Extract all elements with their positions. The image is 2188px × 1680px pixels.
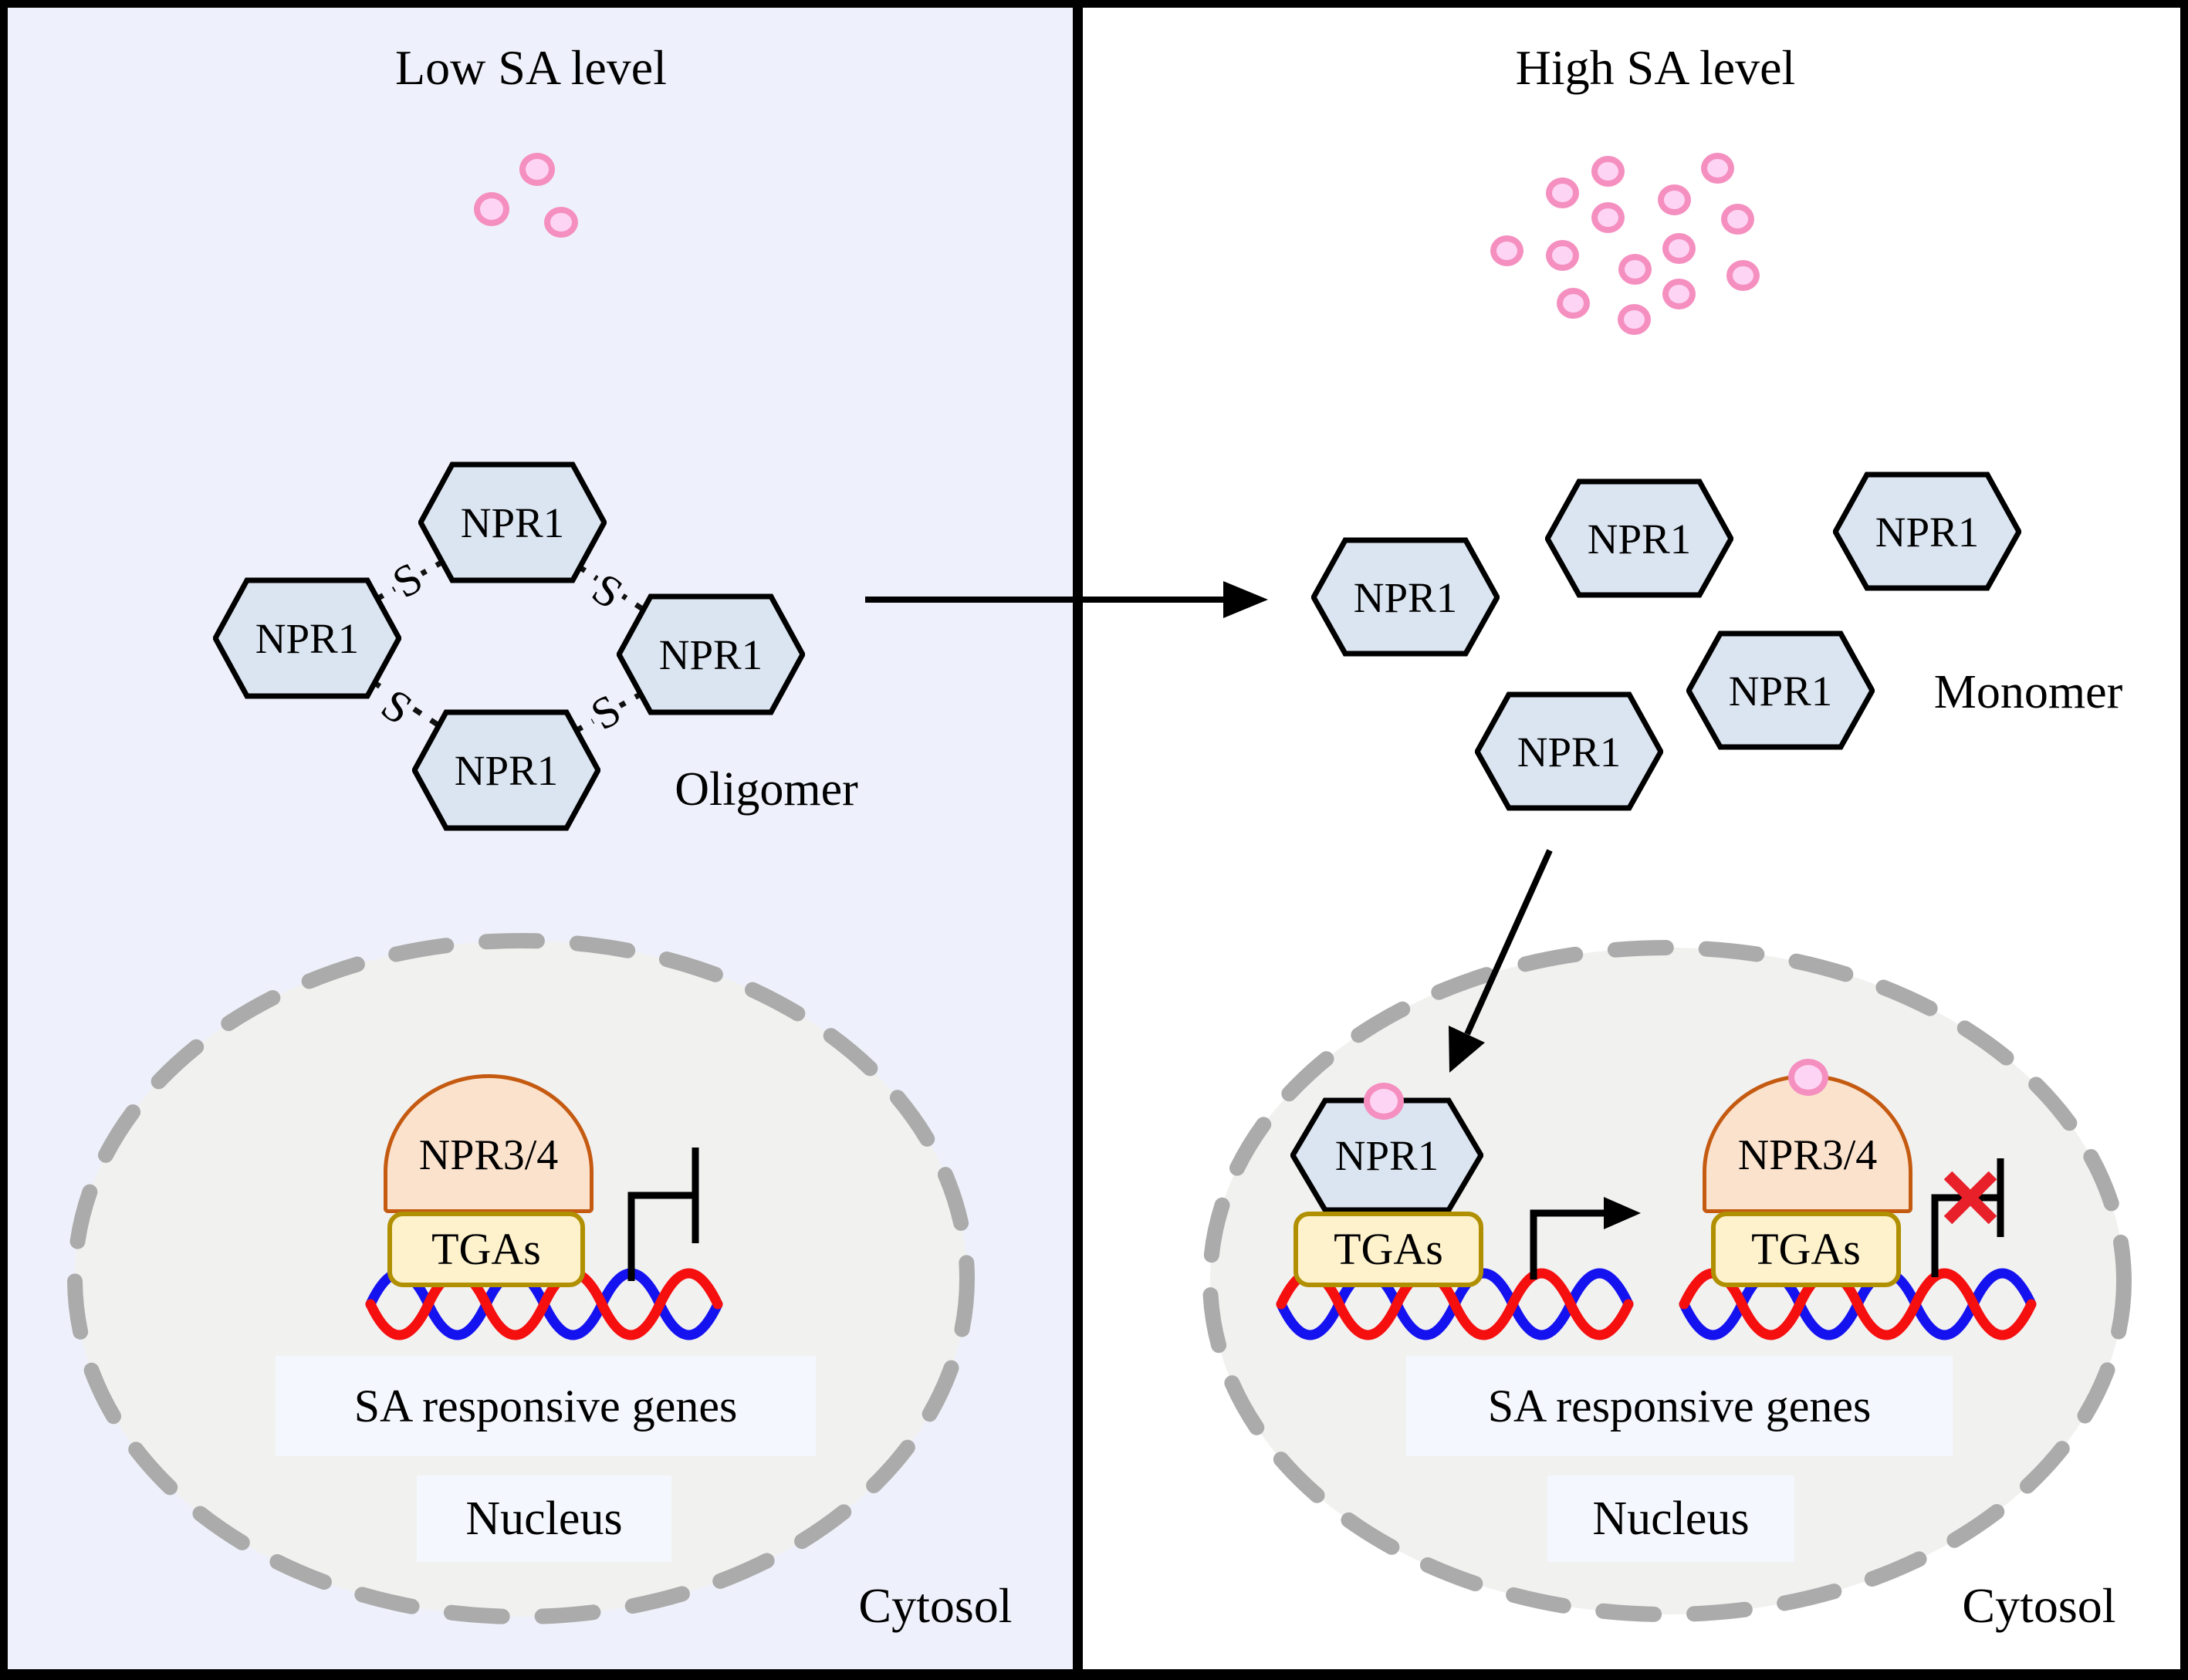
npr1-label: NPR1 — [455, 747, 559, 794]
npr1-oligomer-hexagon: NPR1 — [617, 593, 805, 715]
hexagon-shape — [1686, 630, 1875, 750]
sa-molecule-dot — [544, 207, 578, 238]
npr1-monomer-hexagon: NPR1 — [1475, 691, 1663, 811]
hexagon-shape — [1475, 691, 1663, 811]
sa-molecule-dot — [1591, 156, 1625, 187]
nucleus-label-box: Nucleus — [417, 1475, 671, 1562]
nucleus-label: Nucleus — [1592, 1492, 1750, 1545]
transcription-active-arrowhead — [1604, 1197, 1641, 1229]
sa-molecule-dot — [1662, 279, 1696, 309]
sa-molecule-dot — [1658, 184, 1691, 215]
dna-strand-red — [1679, 1268, 2037, 1340]
npr1-label: NPR1 — [1588, 515, 1692, 563]
npr1-oligomer-hexagon: NPR1 — [213, 577, 401, 699]
npr34-label: NPR3/4 — [418, 1131, 559, 1179]
hexagon-shape — [418, 461, 607, 583]
hexagon-shape — [1545, 478, 1733, 598]
tgas-box: TGAs — [387, 1212, 585, 1287]
npr1-label: NPR1 — [1875, 509, 1980, 556]
cytosol-label: Cytosol — [1962, 1578, 2116, 1633]
npr1-monomer-hexagon: NPR1 — [1311, 537, 1500, 657]
tgas-box: TGAs — [1711, 1212, 1901, 1287]
right-panel-title: High SA level — [1515, 40, 1796, 95]
nucleus-label-box: Nucleus — [1547, 1475, 1794, 1562]
npr1-label: NPR1 — [461, 499, 565, 546]
panel-divider — [1073, 0, 1083, 1680]
sa-molecule-dot — [1618, 304, 1651, 335]
sa-molecule-dot — [1662, 233, 1696, 264]
sa-molecule-dot — [1726, 260, 1760, 291]
npr1-monomer-hexagon: NPR1 — [1545, 478, 1733, 598]
sa-molecule-dot — [474, 192, 509, 226]
hexagon-shape — [617, 593, 805, 715]
hexagon-shape — [412, 709, 600, 831]
monomer-state-label: Monomer — [1933, 666, 2123, 718]
npr1-label: NPR1 — [1517, 728, 1622, 776]
sa-dot-on-npr34 — [1788, 1059, 1828, 1096]
npr1-nuclear-hexagon: NPR1 — [1290, 1097, 1483, 1213]
transcription-active-arrow — [1530, 1209, 1604, 1279]
oligomer-to-monomer-arrowhead — [1223, 581, 1268, 618]
sa-molecule-dot — [1557, 288, 1590, 319]
hexagon-shape — [1833, 472, 2021, 591]
sa-dot-on-npr1 — [1364, 1083, 1404, 1120]
npr1-monomer-hexagon: NPR1 — [1686, 630, 1875, 750]
npr1-label: NPR1 — [255, 615, 360, 662]
hexagon-shape — [1290, 1097, 1483, 1213]
npr1-label: NPR1 — [1335, 1132, 1439, 1179]
npr1-oligomer-hexagon: NPR1 — [418, 461, 607, 583]
sa-molecule-dot — [1546, 240, 1579, 271]
npr1-label: NPR1 — [1729, 668, 1833, 715]
sa-molecule-dot — [1546, 177, 1579, 208]
hexagon-shape — [1311, 537, 1500, 657]
hexagon-shape — [213, 577, 401, 699]
sa-molecule-dot — [519, 153, 555, 186]
sa-molecule-dot — [1591, 202, 1625, 233]
left-panel-title: Low SA level — [395, 40, 667, 95]
npr1-label: NPR1 — [1354, 574, 1458, 621]
sa-molecule-dot — [1721, 204, 1754, 235]
sa-molecule-dot — [1618, 254, 1652, 285]
inhibition-x-icon — [1943, 1171, 1997, 1225]
sa-responsive-genes-label: SA responsive genes — [353, 1380, 738, 1432]
dna-strand-red — [365, 1268, 723, 1340]
npr1-label: NPR1 — [659, 631, 763, 678]
npr1-to-nucleus-arrowhead — [1449, 1026, 1485, 1073]
sa-responsive-genes-box: SA responsive genes — [276, 1356, 816, 1456]
sa-responsive-genes-label: SA responsive genes — [1487, 1380, 1872, 1432]
cytosol-label: Cytosol — [858, 1578, 1013, 1633]
npr1-to-nucleus-arrow — [1464, 849, 1553, 1036]
npr1-monomer-hexagon: NPR1 — [1833, 472, 2021, 591]
sa-molecule-dot — [1490, 235, 1523, 266]
oligomer-state-label: Oligomer — [675, 763, 858, 816]
npr1-oligomer-hexagon: NPR1 — [412, 709, 600, 831]
sa-responsive-genes-box: SA responsive genes — [1406, 1356, 1953, 1456]
dna-strand-red — [1276, 1268, 1634, 1340]
nucleus-label: Nucleus — [465, 1492, 623, 1545]
transcription-blocked-symbol — [627, 1192, 693, 1281]
sa-molecule-dot — [1701, 153, 1734, 184]
npr34-label: NPR3/4 — [1737, 1131, 1878, 1179]
tgas-box: TGAs — [1294, 1212, 1483, 1287]
